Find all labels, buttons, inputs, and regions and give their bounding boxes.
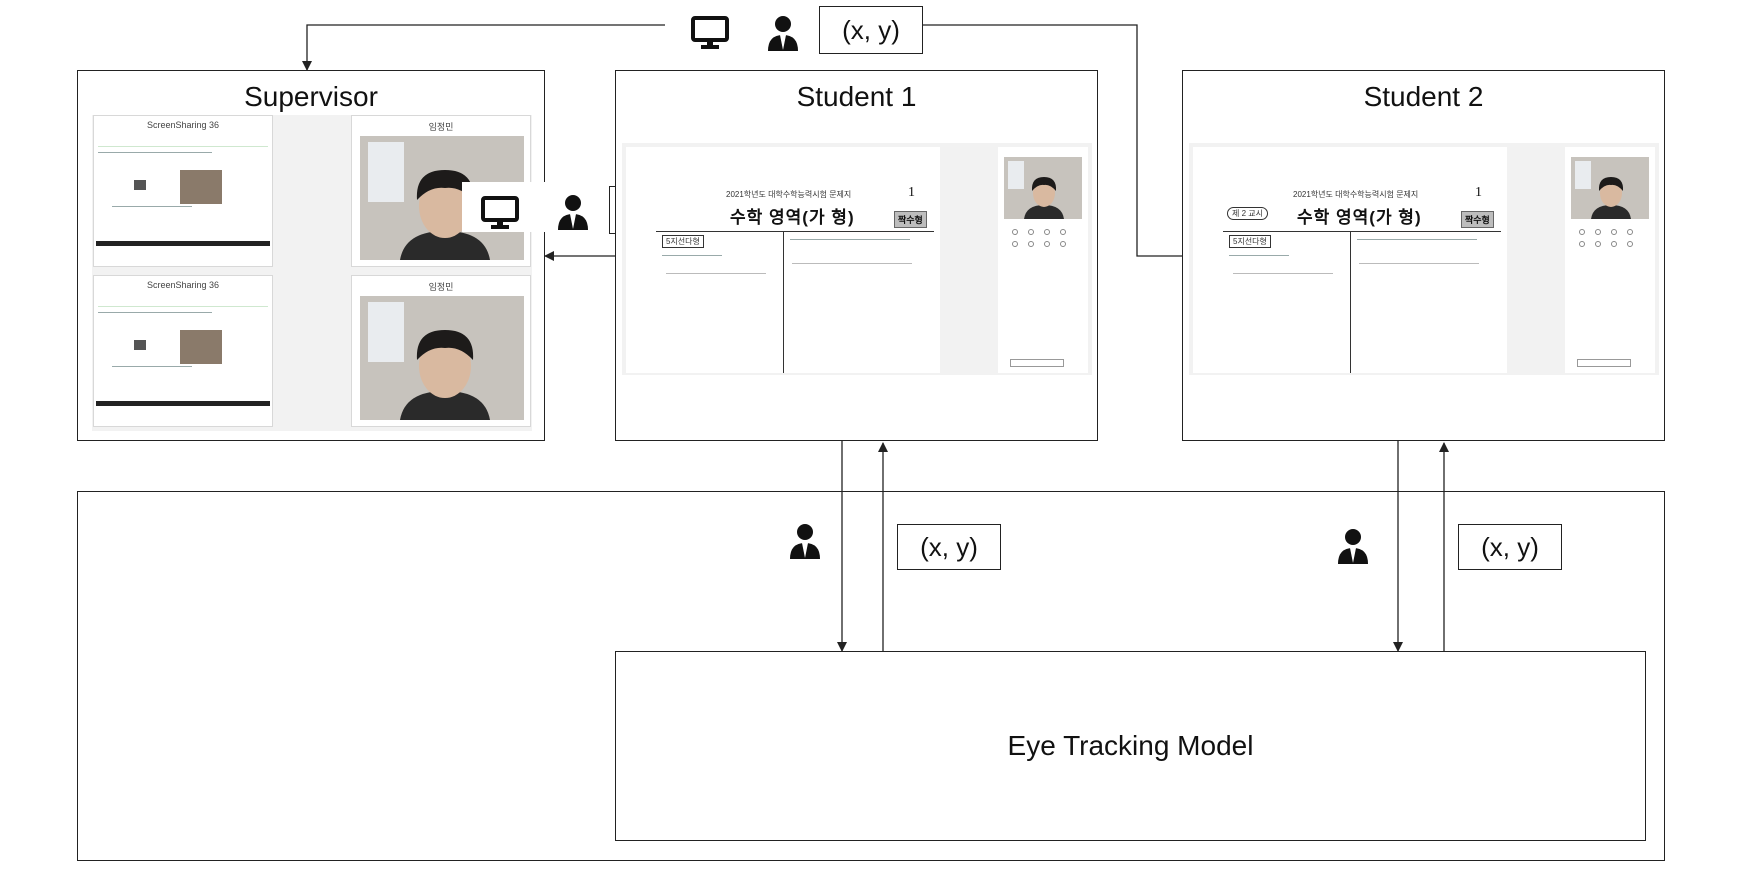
answer-option[interactable] (1060, 241, 1066, 247)
screen-share-title: ScreenSharing 36 (146, 120, 220, 130)
exam-sheet: 2021학년도 대학수학능력시험 문제지 1 제 2 교시 수학 영역(가 형)… (1193, 147, 1507, 373)
user-icon (788, 522, 822, 565)
user-icon (556, 193, 590, 236)
thumb-text-line (112, 366, 192, 367)
thumb-inner-video (180, 330, 222, 364)
exam-answer-line (792, 263, 912, 264)
exam-section-tag: 5지선다형 (662, 235, 704, 248)
server-container (77, 491, 1665, 861)
exam-column-divider (1350, 231, 1351, 373)
answer-option[interactable] (1611, 241, 1617, 247)
answer-option[interactable] (1028, 229, 1034, 235)
exam-answer-line (666, 273, 766, 274)
user-icon (1336, 527, 1370, 570)
exam-subject: 수학 영역(가 형) (730, 208, 855, 227)
student-2-screen: 2021학년도 대학수학능력시험 문제지 1 제 2 교시 수학 영역(가 형)… (1189, 143, 1659, 375)
thumb-taskbar (96, 241, 270, 246)
exam-question-line (662, 255, 722, 256)
exam-section-tag: 5지선다형 (1229, 235, 1271, 248)
coord-label: (x, y) (897, 524, 1001, 570)
webcam-thumbnail[interactable]: 임정민 (351, 275, 531, 427)
thumb-inner-icon (134, 180, 146, 190)
webcam-name: 임정민 (428, 122, 454, 132)
student2-feed-line (920, 24, 1182, 257)
webcam-thumbnail[interactable]: 임정민 (351, 115, 531, 267)
answer-option[interactable] (1627, 229, 1633, 235)
student-webcam-image (1571, 157, 1649, 219)
supervisor-screen: ScreenSharing 36 임정민 ScreenSharing (92, 115, 532, 431)
exam-subject: 수학 영역(가 형) (1297, 208, 1422, 227)
exam-header: 2021학년도 대학수학능력시험 문제지 (726, 190, 852, 199)
eye-tracking-model-box: Eye Tracking Model (615, 651, 1646, 841)
thumb-text-line (112, 206, 192, 207)
student-sidebar (998, 147, 1088, 373)
user-icon (766, 14, 800, 57)
answer-option[interactable] (1579, 229, 1585, 235)
exam-divider (1223, 231, 1501, 232)
student-webcam-image (1004, 157, 1082, 219)
webcam-name: 임정민 (428, 282, 454, 292)
thumb-toolbar-line (98, 152, 212, 153)
exam-header: 2021학년도 대학수학능력시험 문제지 (1293, 190, 1419, 199)
answer-option[interactable] (1579, 241, 1585, 247)
screen-share-thumbnail[interactable]: ScreenSharing 36 (93, 115, 273, 267)
thumb-toolbar-line (98, 312, 212, 313)
exam-answer-line (1233, 273, 1333, 274)
coord-label: (x, y) (1458, 524, 1562, 570)
exam-page-number: 1 (1475, 185, 1482, 200)
student-1-title: Student 1 (796, 81, 917, 112)
answer-option[interactable] (1012, 229, 1018, 235)
screen-share-thumbnail[interactable]: ScreenSharing 36 (93, 275, 273, 427)
exam-session-tag: 제 2 교시 (1227, 207, 1268, 220)
answer-option[interactable] (1611, 229, 1617, 235)
top-feed-to-supervisor (302, 24, 665, 71)
monitor-icon (481, 196, 519, 235)
answer-option[interactable] (1595, 241, 1601, 247)
thumb-taskbar (96, 401, 270, 406)
student-2-panel: Student 2 2021학년도 대학수학능력시험 문제지 1 제 2 교시 … (1182, 70, 1665, 441)
answer-option[interactable] (1595, 229, 1601, 235)
thumb-inner-icon (134, 340, 146, 350)
exam-question-line (1357, 239, 1477, 240)
exam-answer-line (1359, 263, 1479, 264)
student-sidebar (1565, 147, 1655, 373)
screen-share-title: ScreenSharing 36 (146, 280, 220, 290)
answer-option[interactable] (1044, 229, 1050, 235)
exam-divider (656, 231, 934, 232)
coord-label: (x, y) (819, 6, 923, 54)
webcam-face-image (360, 296, 524, 420)
exam-type-badge: 짝수형 (894, 211, 927, 228)
supervisor-panel: Supervisor ScreenSharing 36 임정민 (77, 70, 545, 441)
exam-column-divider (783, 231, 784, 373)
answer-option[interactable] (1060, 229, 1066, 235)
exam-sheet: 2021학년도 대학수학능력시험 문제지 1 수학 영역(가 형) 짝수형 5지… (626, 147, 940, 373)
exam-type-badge: 짝수형 (1461, 211, 1494, 228)
answer-option[interactable] (1044, 241, 1050, 247)
thumb-inner-video (180, 170, 222, 204)
eye-tracking-model-label: Eye Tracking Model (1007, 730, 1254, 761)
student-1-panel: Student 1 2021학년도 대학수학능력시험 문제지 1 수학 영역(가… (615, 70, 1098, 441)
thumb-toolbar-line (98, 146, 268, 147)
exam-question-line (1229, 255, 1289, 256)
answer-option[interactable] (1012, 241, 1018, 247)
monitor-icon (691, 16, 729, 55)
student-2-title: Student 2 (1363, 81, 1484, 112)
webcam-face-image (360, 136, 524, 260)
supervisor-title: Supervisor (244, 81, 378, 112)
exam-question-line (790, 239, 910, 240)
sidebar-input[interactable] (1010, 359, 1064, 367)
answer-option[interactable] (1627, 241, 1633, 247)
answer-option[interactable] (1028, 241, 1034, 247)
sidebar-input[interactable] (1577, 359, 1631, 367)
exam-page-number: 1 (908, 185, 915, 200)
student-1-screen: 2021학년도 대학수학능력시험 문제지 1 수학 영역(가 형) 짝수형 5지… (622, 143, 1092, 375)
thumb-toolbar-line (98, 306, 268, 307)
